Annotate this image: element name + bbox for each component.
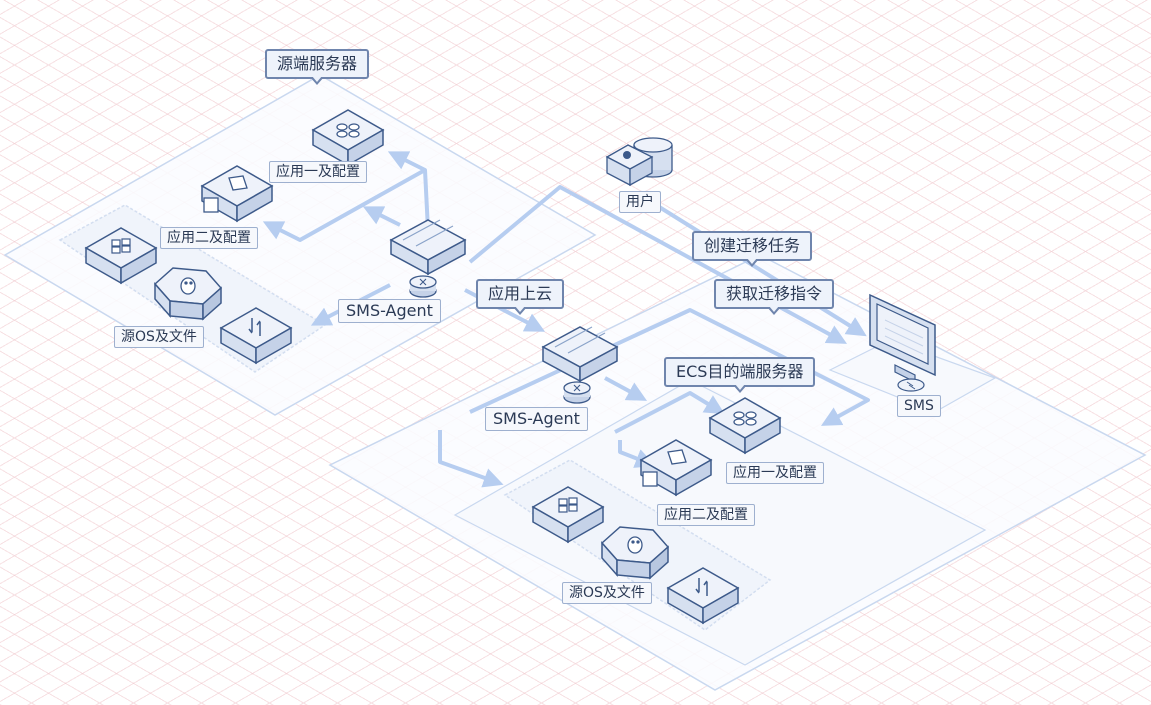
user-icon: [605, 144, 654, 187]
linux-icon: [627, 536, 643, 554]
drawer-icon: [203, 197, 219, 213]
arrow-to-app2: [262, 168, 426, 242]
agent-icon: [402, 219, 454, 247]
sms-device: [869, 293, 936, 392]
dst-linux-device: [600, 526, 670, 580]
user-device: [605, 137, 673, 187]
callout-source-server: 源端服务器: [265, 49, 370, 85]
label-src-agent: SMS-Agent: [338, 299, 441, 323]
router-icon: [409, 275, 437, 298]
dst-app1-device: [708, 397, 782, 455]
callout-create-task: 创建迁移任务: [692, 231, 813, 267]
arrow-lines: [262, 151, 870, 488]
dst-app2-device: [639, 439, 713, 497]
callout-get-command: 获取迁移指令: [714, 279, 835, 315]
arrow-to-dst-app: [604, 376, 648, 401]
drawer-icon: [642, 471, 658, 487]
label-dst-app1: 应用一及配置: [726, 462, 824, 484]
label-src-app1: 应用一及配置: [269, 161, 367, 183]
folder-icon: [228, 175, 248, 191]
transfer-icon: [695, 578, 708, 596]
src-windows-device: [84, 227, 158, 285]
label-sms: SMS: [897, 395, 941, 417]
agent-icon: [554, 326, 606, 354]
src-transfer-device: [219, 307, 293, 365]
label-src-app2: 应用二及配置: [160, 227, 258, 249]
arrow-agent-up: [362, 206, 401, 227]
folder-icon: [667, 449, 687, 465]
app-icon: [733, 411, 757, 426]
src-agent-device: [389, 219, 467, 298]
transfer-icon: [248, 318, 261, 336]
arrow-to-dst-app1: [614, 391, 725, 434]
label-dst-agent: SMS-Agent: [485, 407, 588, 431]
app-icon: [336, 123, 360, 138]
label-dst-app2: 应用二及配置: [657, 504, 755, 526]
label-user: 用户: [619, 191, 661, 213]
windows-icon: [111, 238, 131, 254]
arrow-to-dst-os: [438, 430, 504, 488]
callout-ecs-target: ECS目的端服务器: [664, 357, 816, 393]
label-src-os: 源OS及文件: [114, 326, 204, 348]
dst-agent-device: [541, 326, 619, 404]
src-linux-device: [153, 267, 223, 321]
callout-app-to-cloud: 应用上云: [476, 279, 565, 315]
dst-transfer-device: [666, 567, 740, 625]
dst-windows-device: [531, 486, 605, 544]
router-icon: [563, 381, 591, 404]
linux-icon: [180, 277, 196, 295]
src-app2-device: [200, 165, 274, 223]
windows-icon: [558, 497, 578, 513]
arrow-to-dst-app2: [618, 440, 656, 468]
label-dst-os: 源OS及文件: [562, 582, 652, 604]
